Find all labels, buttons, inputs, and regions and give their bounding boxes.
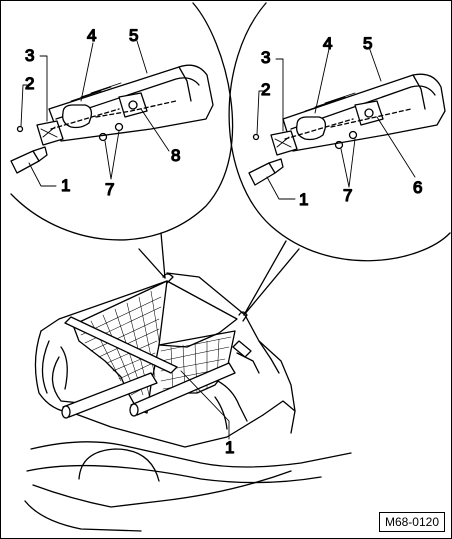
callout-left-7: 7 xyxy=(105,180,114,199)
magnifier-circle-right xyxy=(228,2,451,262)
callout-left-8: 8 xyxy=(171,146,180,165)
main-callout-line xyxy=(180,370,230,440)
callout-left-3: 3 xyxy=(25,46,34,65)
callout-right-1: 1 xyxy=(299,190,308,209)
callout-left-5: 5 xyxy=(129,26,138,45)
detail-left-parts xyxy=(10,64,214,174)
car-body xyxy=(24,272,352,532)
callout-right-2: 2 xyxy=(261,80,270,99)
detail-left-callout-lines xyxy=(20,40,170,187)
magnifier-circle-left xyxy=(10,2,234,241)
callout-left-2: 2 xyxy=(25,74,34,93)
callout-right-5: 5 xyxy=(363,34,372,53)
callout-right-6: 6 xyxy=(413,178,422,197)
reference-code-label: M68-0120 xyxy=(378,512,445,532)
callout-right-7: 7 xyxy=(343,186,352,205)
callout-right-4: 4 xyxy=(323,34,332,53)
callout-left-4: 4 xyxy=(87,26,96,45)
callout-right-3: 3 xyxy=(261,48,270,67)
detail-right-callout-lines xyxy=(256,46,416,200)
detail-right-parts xyxy=(248,73,446,186)
net-rail-rods xyxy=(61,316,252,419)
magnifier-leader-lines xyxy=(138,232,300,316)
callout-left-1: 1 xyxy=(61,176,70,195)
callout-main-1: 1 xyxy=(225,438,234,457)
